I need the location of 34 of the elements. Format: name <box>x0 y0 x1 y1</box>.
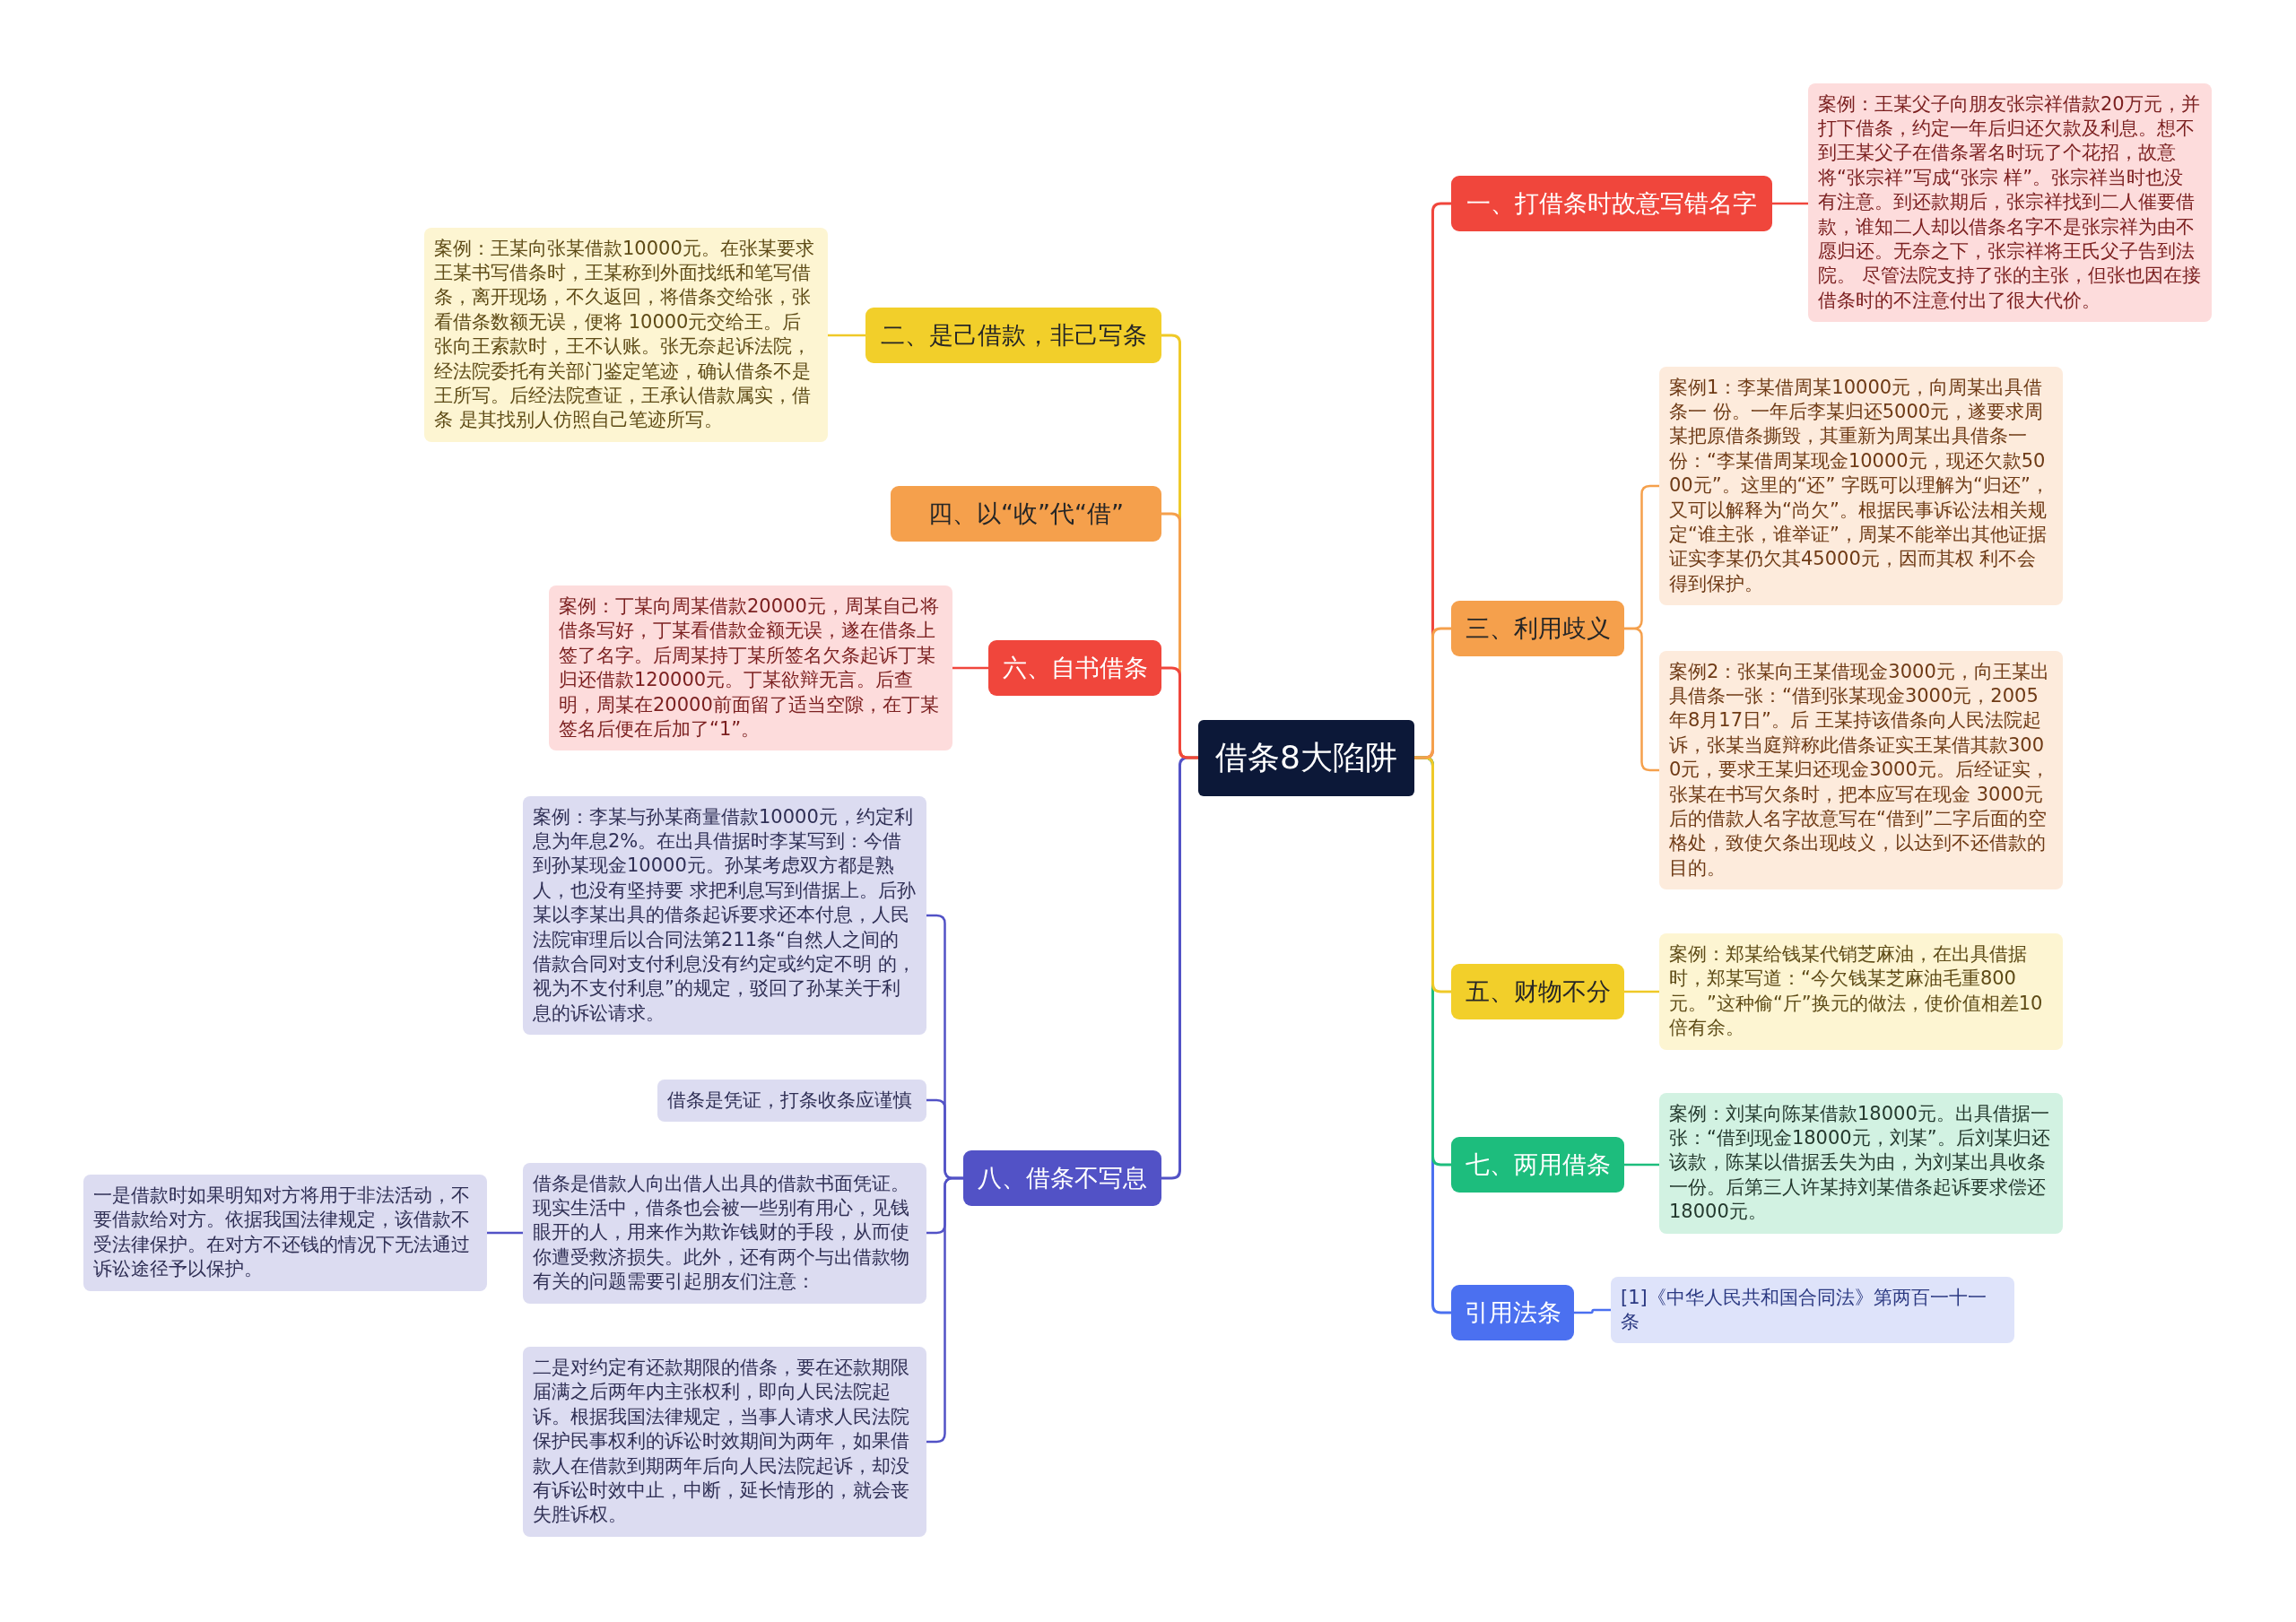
branch-topic: 六、自书借条 <box>988 640 1161 696</box>
note-box: 案例：丁某向周某借款20000元，周某自己将借条写好，丁某看借款金额无误，遂在借条上签了名字。后周某持丁某所签名欠条起诉丁某归还借款120000元。丁某欲辩无言。后查明，周某在20000前面留了适当空隙，在丁某签名后便在后加了“1”。 <box>549 585 952 751</box>
connector-line <box>1574 1308 1611 1314</box>
connector-line <box>1414 627 1451 759</box>
note-box: 一是借款时如果明知对方将用于非法活动，不要借款给对方。依据我国法律规定，该借款不受法律保护。在对方不还钱的情况下无法通过诉讼途径予以保护。 <box>83 1175 487 1291</box>
connector-line <box>926 1176 963 1235</box>
branch-topic: 三、利用歧义 <box>1451 601 1624 656</box>
connector-line <box>1624 627 1659 772</box>
connector-line <box>1161 666 1198 759</box>
branch-topic: 引用法条 <box>1451 1285 1574 1340</box>
central-topic: 借条8大陷阱 <box>1198 719 1414 796</box>
note-box: 借条是借款人向出借人出具的借款书面凭证。现实生活中，借条也会被一些别有用心，见钱眼开的人，用来作为欺诈钱财的手段，从而使你遭受救济损失。此外，还有两个与出借款物有关的问题需要引起朋友们注意： <box>523 1162 926 1304</box>
connector-line <box>1624 1163 1659 1167</box>
connector-line <box>952 666 988 670</box>
note-box: 案例2：张某向王某借现金3000元，向王某出具借条一张：“借到张某现金3000元，2005年8月17日”。后 王某持该借条向人民法院起诉，张某当庭辩称此借条证实王某借其款3000元，要求王某归还现金3000元。后经证实，张某在书写欠条时，把本应写在现金 3000元后的借款人名字故意写在“借到”二字后面的空格处，致使欠条出现歧义，以达到不还借款的目的。 <box>1659 650 2063 890</box>
note-box: 案例：刘某向陈某借款18000元。出具借据一张：“借到现金18000元，刘某”。后刘某归还该款，陈某以借据丢失为由，为刘某出具收条一份。后第三人许某持刘某借条起诉要求偿还18000元。 <box>1659 1092 2063 1234</box>
connector-line <box>487 1231 523 1235</box>
note-box: 案例：李某与孙某商量借款10000元，约定利息为年息2%。在出具借据时李某写到：今借到孙某现金10000元。孙某考虑双方都是熟人，也没有坚持要 求把利息写到借据上。后孙某以李某出具的借条起诉要求还本付息，人民法院审理后以合同法第211条“自然人之间的借款合同对支付利息没有约定或约定不明 的，视为不支付利息”的规定，驳回了孙某关于利息的诉讼请求。 <box>523 795 926 1036</box>
branch-topic: 一、打借条时故意写错名字 <box>1451 176 1772 231</box>
connector-line <box>1624 990 1659 993</box>
note-box: 案例1：李某借周某10000元，向周某出具借条一 份。一年后李某归还5000元，遂要求周某把原借条撕毁，其重新为周某出具借条一份：“李某借周某现金10000元，现还欠款5000元”。这里的“还” 字既可以理解为“归还”，又可以解释为“尚欠”。根据民事诉讼法相关规定“谁主张，谁举证”，周某不能举出其他证据证实李某仍欠其45000元，因而其权 利不会得到保护。 <box>1659 366 2063 606</box>
branch-topic: 五、财物不分 <box>1451 964 1624 1019</box>
branch-topic: 二、是己借款，非己写条 <box>865 308 1161 363</box>
note-box: 案例：郑某给钱某代销芝麻油，在出具借据时，郑某写道：“今欠钱某芝麻油毛重800元。”这种偷“斤”换元的做法，使价值相差10倍有余。 <box>1659 933 2063 1050</box>
branch-topic: 四、以“收”代“借” <box>891 486 1161 542</box>
branch-topic: 八、借条不写息 <box>963 1150 1161 1206</box>
connector-line <box>828 334 865 337</box>
note-box: 借条是凭证，打条收条应谨慎 <box>657 1079 926 1122</box>
connector-line <box>1772 202 1808 205</box>
branch-topic: 七、两用借条 <box>1451 1137 1624 1193</box>
note-box: 案例：王某父子向朋友张宗祥借款20万元，并打下借条，约定一年后归还欠款及利息。想不到王某父子在借条署名时玩了个花招，故意将“张宗祥”写成“张宗 样”。张宗祥当时也没有注意。到还款期后，张宗祥找到二人催要借款，谁知二人却以借条名字不是张宗祥为由不愿归还。无奈之下，张宗祥将王氏父子告到法院。 尽管法院支持了张的主张，但张也因在接借条时的不注意付出了很大代价。 <box>1808 82 2212 323</box>
note-box: 案例：王某向张某借款10000元。在张某要求王某书写借条时，王某称到外面找纸和笔写借条，离开现场，不久返回，将借条交给张，张看借条数额无误，便将 10000元交给王。后张向王索款时，王不认账。张无奈起诉法院，经法院委托有关部门鉴定笔迹，确认借条不是王所写。后经法院查证，王承认借款属实，借条 是其找别人仿照自己笔迹所写。 <box>424 227 828 442</box>
note-box: 二是对约定有还款期限的借条，要在还款期限届满之后两年内主张权利，即向人民法院起诉。根据我国法律规定，当事人请求人民法院保护民事权利的诉讼时效期间为两年，如果借款人在借款到期两年后向人民法院起诉，却没有诉讼时效中止，中断，延长情形的，就会丧失胜诉权。 <box>523 1347 926 1537</box>
note-box: [1]《中华人民共和国合同法》第两百一十一条 <box>1611 1276 2014 1344</box>
